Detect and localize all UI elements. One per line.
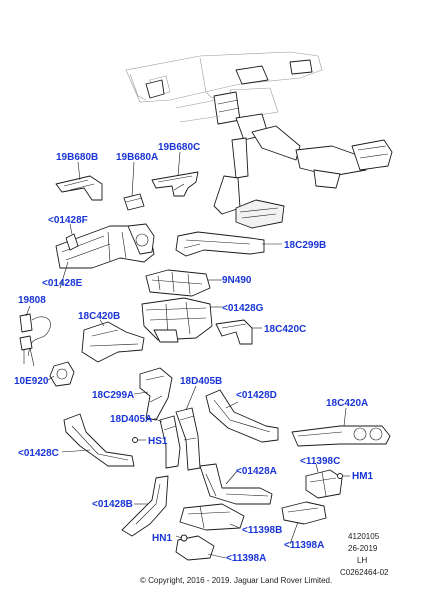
- part-01428g: [141, 297, 213, 343]
- copyright-text: © Copyright, 2016 - 2019. Jaguar Land Ro…: [140, 576, 332, 585]
- callout-11398c: <11398C: [300, 456, 340, 467]
- callout-01428d: <01428D: [236, 390, 277, 401]
- callout-18d405a: 18D405A: [110, 414, 152, 425]
- callout-hs1: HS1: [148, 436, 168, 447]
- part-18c420c: [215, 319, 253, 345]
- callout-01428f: <01428F: [48, 215, 88, 226]
- callout-11398a-right: <11398A: [284, 540, 324, 551]
- callout-01428e: <01428E: [42, 278, 83, 289]
- part-01428c: [63, 413, 135, 467]
- callout-10e920: 10E920: [14, 376, 49, 387]
- part-9n490: [145, 269, 211, 297]
- dashboard-assembly: [125, 51, 393, 229]
- callout-18c420c: 18C420C: [264, 324, 306, 335]
- part-18d405b: [175, 407, 201, 471]
- part-18c420b: [81, 321, 145, 363]
- reference-code: C0262464-02: [340, 568, 389, 577]
- part-18c299b: [175, 231, 265, 257]
- part-10e920: [49, 361, 75, 387]
- callout-19b680a: 19B680A: [116, 152, 158, 163]
- part-19b680a: [123, 193, 145, 211]
- callout-01428a: <01428A: [236, 466, 277, 477]
- callout-18c299a: 18C299A: [92, 390, 134, 401]
- callout-01428c: <01428C: [18, 448, 59, 459]
- part-19808: [19, 313, 51, 367]
- part-11398a-right: [281, 501, 327, 525]
- callout-labels: 19B680B 19B680A 19B680C <01428F 18C299B …: [14, 142, 374, 564]
- part-19b680c: [151, 171, 199, 197]
- callout-01428g: <01428G: [222, 303, 264, 314]
- part-01428d: [205, 389, 279, 443]
- callout-18c299b: 18C299B: [284, 240, 326, 251]
- part-01428b: [121, 475, 169, 537]
- reference-side: LH: [357, 556, 367, 565]
- callout-01428b: <01428B: [92, 499, 133, 510]
- part-01428a: [199, 463, 273, 505]
- part-11398a-bottom: [175, 534, 215, 561]
- callout-9n490: 9N490: [222, 275, 252, 286]
- part-01428f: [55, 223, 155, 269]
- callout-19808: 19808: [18, 295, 46, 306]
- part-18c299a: [139, 367, 173, 421]
- callout-hm1: HM1: [352, 471, 374, 482]
- fastener-hs1: [132, 437, 138, 443]
- part-11398c: [305, 469, 343, 499]
- callout-hn1: HN1: [152, 533, 172, 544]
- callout-11398b: <11398B: [242, 525, 282, 536]
- part-18d405a: [159, 415, 181, 469]
- fastener-hm1: [337, 473, 343, 479]
- part-19b680b: [55, 175, 103, 201]
- leader-lines: [25, 151, 350, 559]
- part-11398b: [179, 503, 245, 531]
- reference-block: 4120105 26-2019 LH C0262464-02: [340, 532, 389, 577]
- callout-19b680c: 19B680C: [158, 142, 200, 153]
- reference-number: 4120105: [348, 532, 380, 541]
- callout-18c420b: 18C420B: [78, 311, 120, 322]
- reference-date: 26-2019: [348, 544, 378, 553]
- callout-18c420a: 18C420A: [326, 398, 368, 409]
- callout-18d405b: 18D405B: [180, 376, 222, 387]
- part-18c420a: [291, 425, 391, 447]
- callout-19b680b: 19B680B: [56, 152, 98, 163]
- callout-11398a-bottom: <11398A: [226, 553, 266, 564]
